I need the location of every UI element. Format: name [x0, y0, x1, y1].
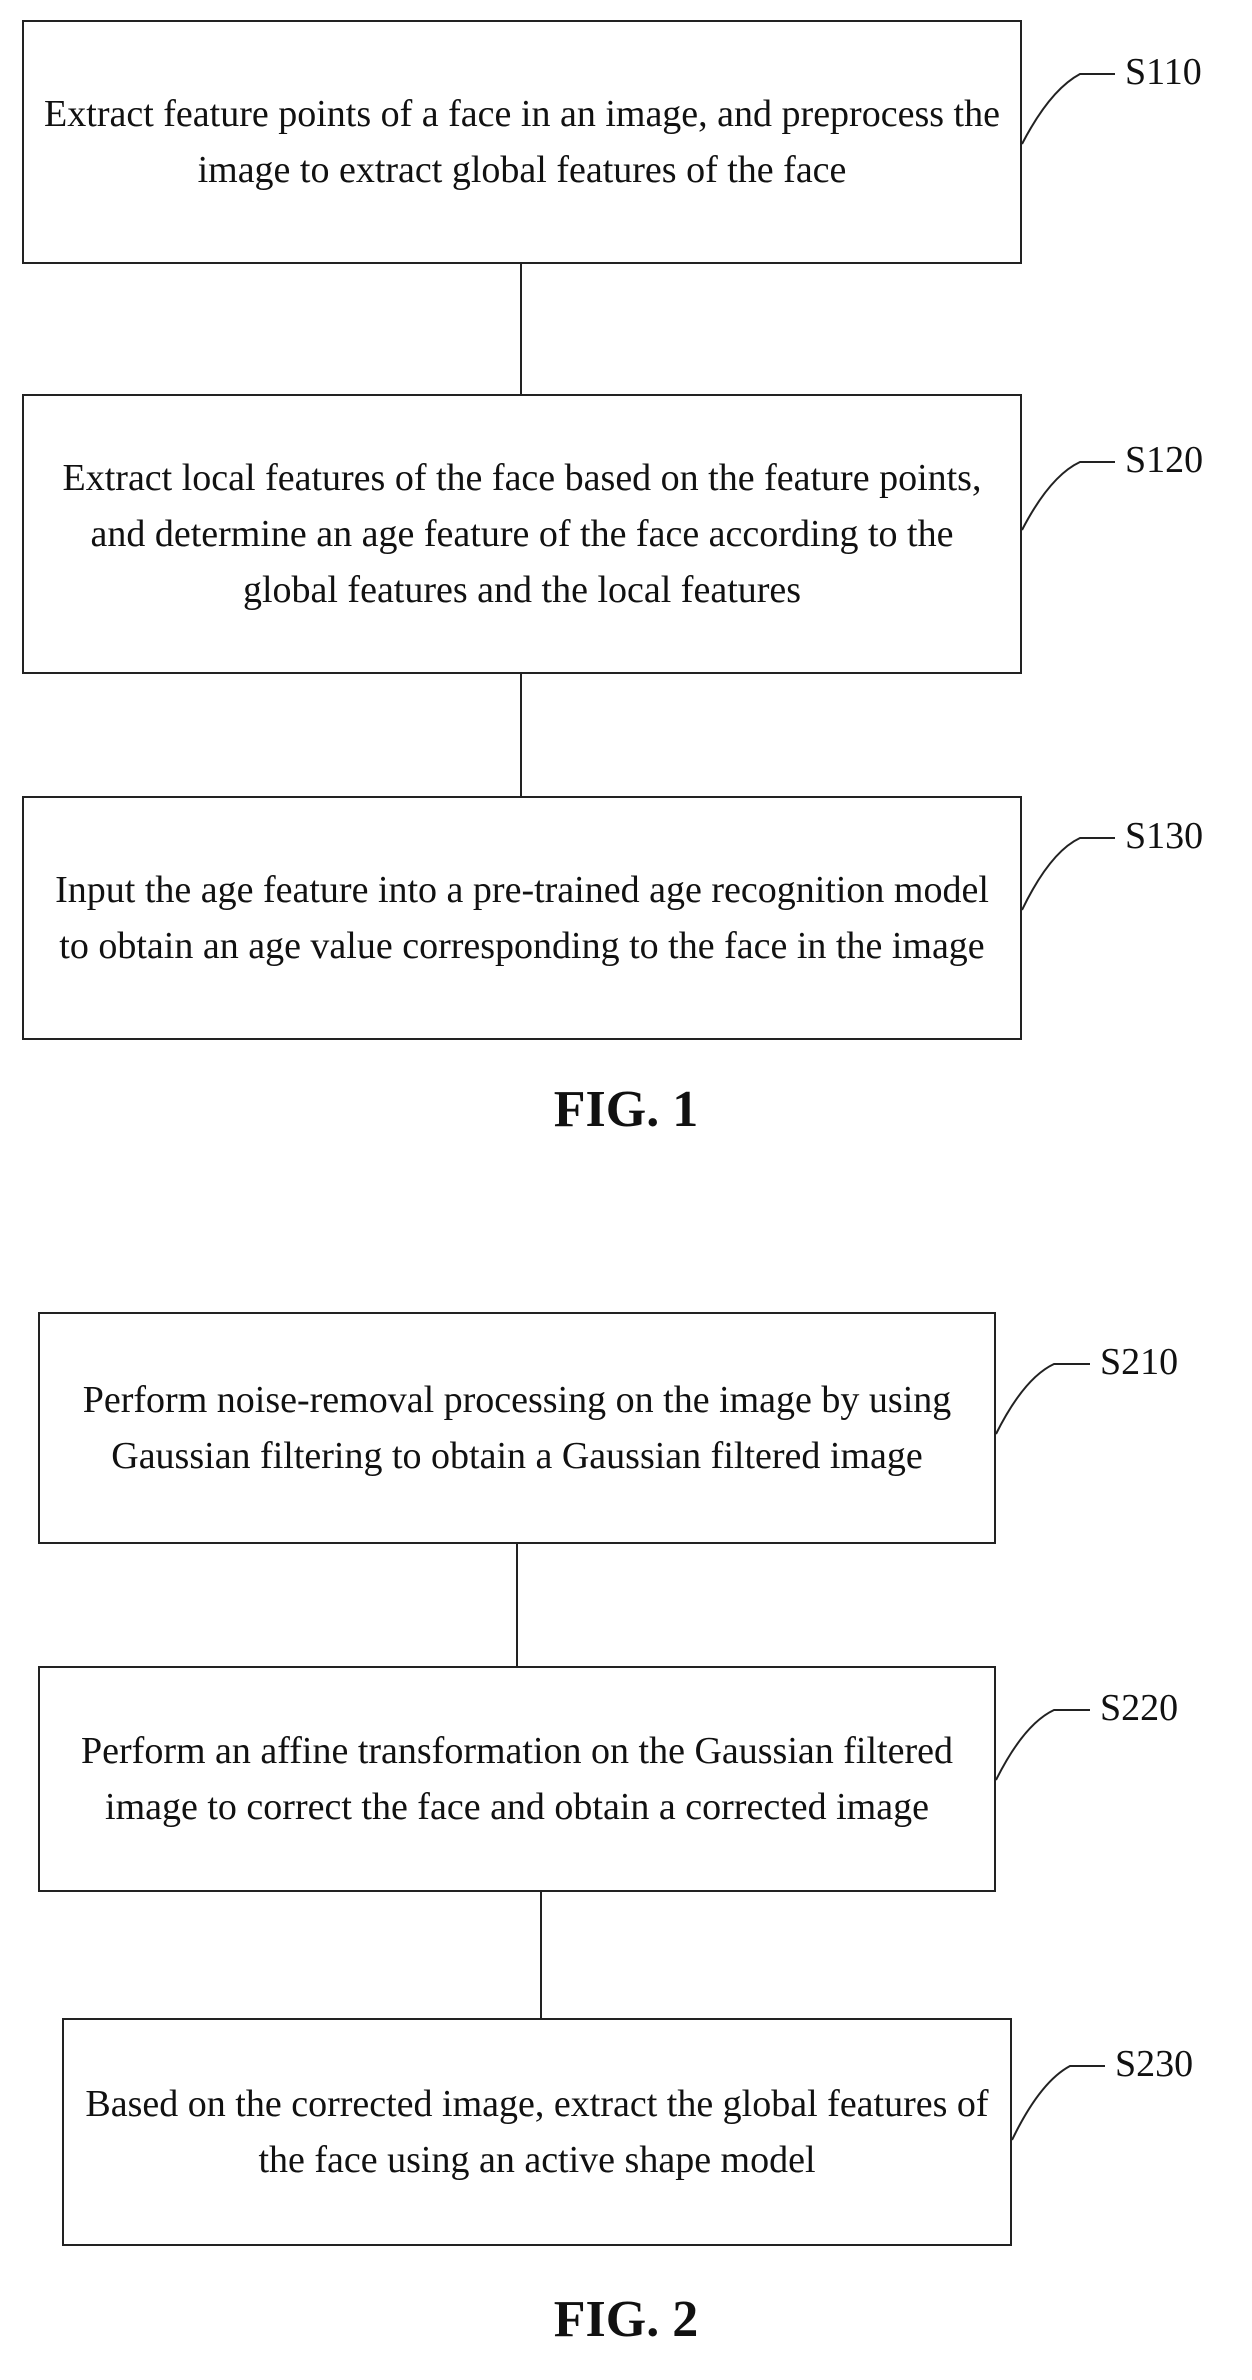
step-text-s110: Extract feature points of a face in an i… [24, 86, 1020, 198]
step-box-s120: Extract local features of the face based… [22, 394, 1022, 674]
step-box-s220: Perform an affine transformation on the … [38, 1666, 996, 1892]
step-label-s120: S120 [1125, 440, 1203, 480]
leader-line-s230 [1012, 2066, 1105, 2140]
step-box-s110: Extract feature points of a face in an i… [22, 20, 1022, 264]
step-label-s230: S230 [1115, 2044, 1193, 2084]
figure-caption-2: FIG. 2 [0, 2290, 1252, 2349]
step-label-s210: S210 [1100, 1342, 1178, 1382]
step-text-s220: Perform an affine transformation on the … [40, 1723, 994, 1835]
step-text-s120: Extract local features of the face based… [24, 450, 1020, 618]
leader-line-s220 [996, 1710, 1090, 1780]
step-label-s130: S130 [1125, 816, 1203, 856]
step-box-s130: Input the age feature into a pre-trained… [22, 796, 1022, 1040]
step-label-s110: S110 [1125, 52, 1202, 92]
connector-s210-s220 [516, 1544, 518, 1666]
leader-line-s120 [1022, 462, 1115, 530]
connector-s220-s230 [540, 1892, 542, 2018]
step-box-s210: Perform noise-removal processing on the … [38, 1312, 996, 1544]
step-text-s230: Based on the corrected image, extract th… [64, 2076, 1010, 2188]
step-label-s220: S220 [1100, 1688, 1178, 1728]
step-text-s210: Perform noise-removal processing on the … [40, 1372, 994, 1484]
connector-s120-s130 [520, 674, 522, 796]
step-box-s230: Based on the corrected image, extract th… [62, 2018, 1012, 2246]
connector-s110-s120 [520, 264, 522, 394]
step-text-s130: Input the age feature into a pre-trained… [24, 862, 1020, 974]
figure-caption-1: FIG. 1 [0, 1080, 1252, 1139]
leader-line-s130 [1022, 838, 1115, 910]
leader-line-s110 [1022, 74, 1115, 144]
leader-line-s210 [996, 1364, 1090, 1434]
